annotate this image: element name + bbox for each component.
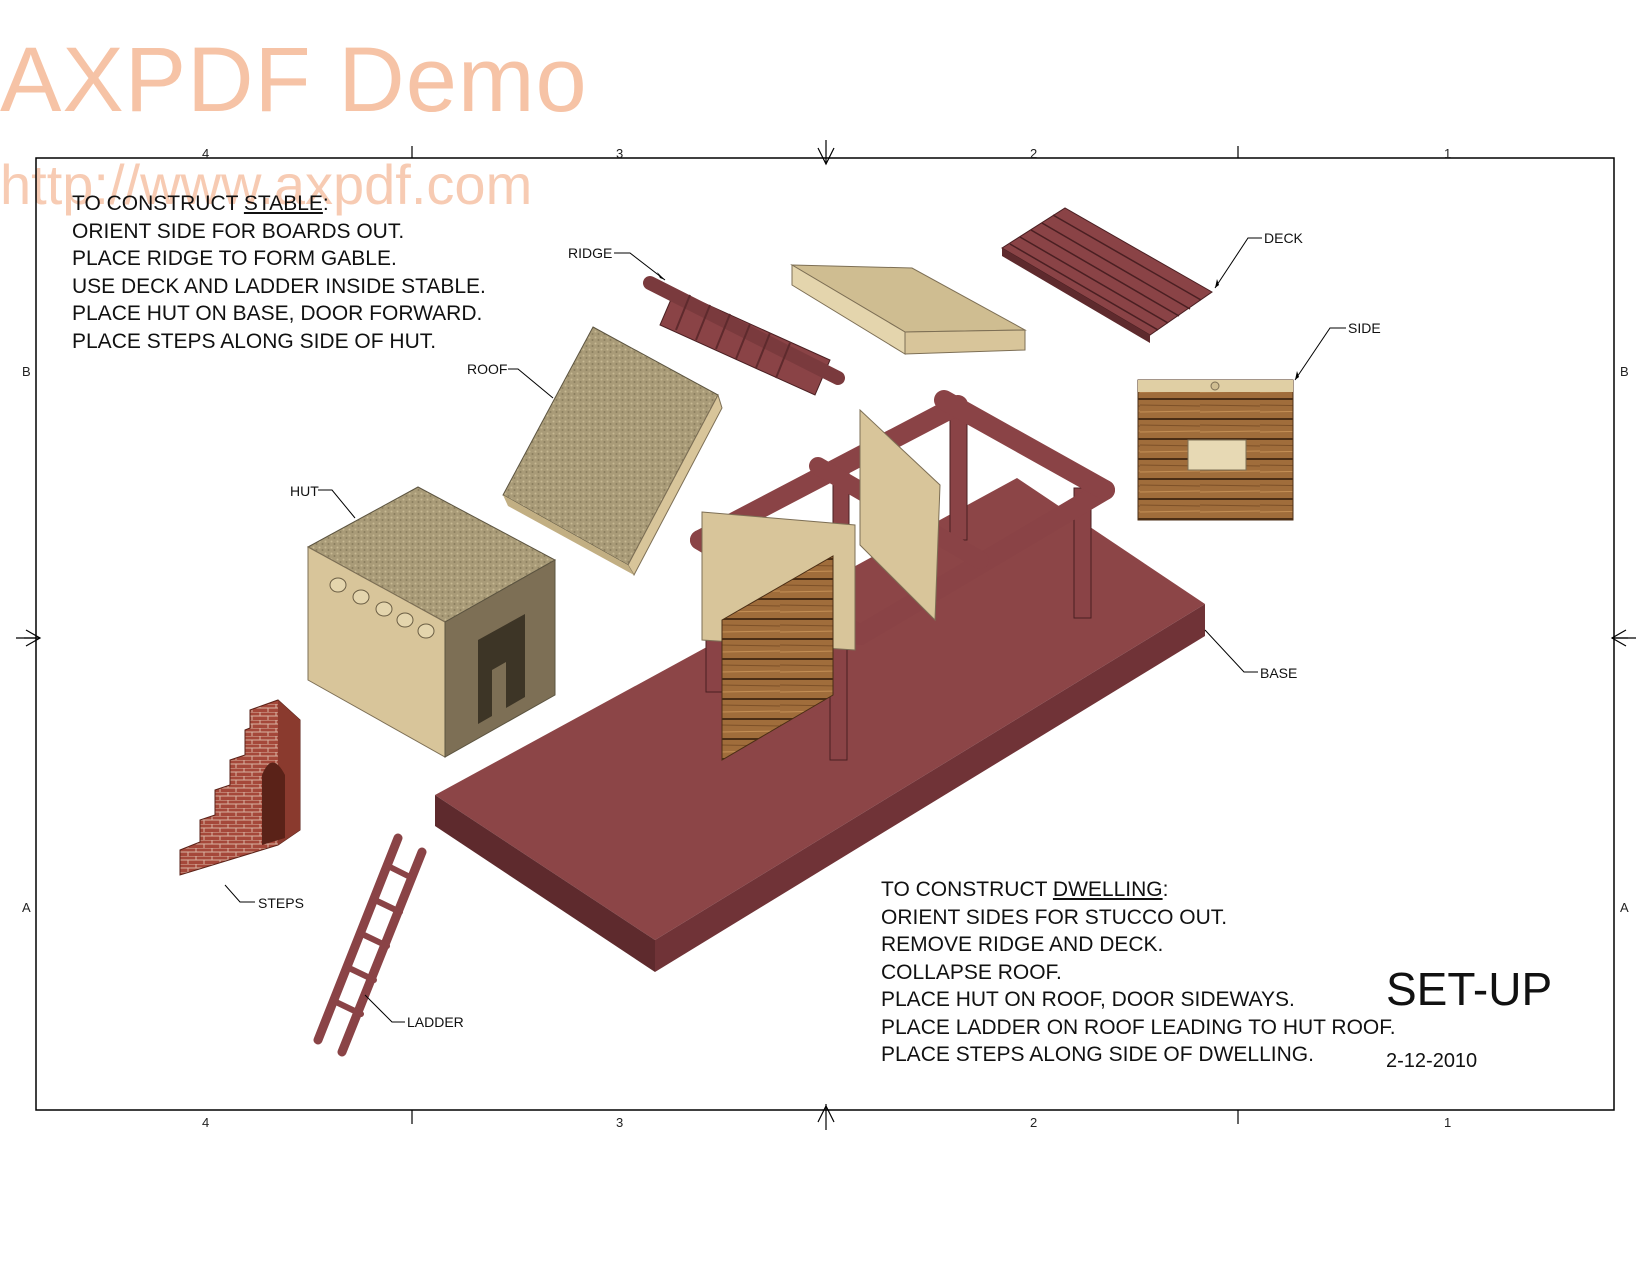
drawing-date: 2-12-2010 [1386,1050,1478,1072]
drawing-title: SET-UP [1386,963,1553,1015]
stable-note-line: ORIENT SIDE FOR BOARDS OUT. [72,219,405,243]
zone-col-2-bottom: 2 [1030,1115,1038,1130]
dwelling-notes: TO CONSTRUCT DWELLING: ORIENT SIDES FOR … [881,876,1396,1069]
dwelling-note-line: PLACE HUT ON ROOF, DOOR SIDEWAYS. [881,988,1295,1011]
stable-note-line: PLACE HUT ON BASE, DOOR FORWARD. [72,302,483,325]
zone-row-b-right: B [1620,364,1629,379]
roof-part [502,326,723,577]
base-part [435,478,1205,972]
stable-notes: TO CONSTRUCT STABLE: ORIENT SIDE FOR BOA… [72,190,486,355]
leader-lines [224,237,1346,1023]
label-side: SIDE [1348,320,1381,336]
zone-col-2-top: 2 [1030,146,1038,161]
zone-row-b-left: B [22,364,31,379]
steps-part [179,699,301,876]
dwelling-notes-heading: TO CONSTRUCT DWELLING: [881,878,1169,901]
hut-part [306,486,557,758]
drawing-border [35,157,1615,1111]
stable-panels [701,408,941,761]
ladder-part [313,833,427,1057]
stable-note-line: USE DECK AND LADDER INSIDE STABLE. [72,274,486,298]
zone-col-3-bottom: 3 [616,1115,624,1130]
stable-notes-heading: TO CONSTRUCT STABLE: [72,192,329,215]
label-steps: STEPS [258,895,304,911]
label-ridge: RIDGE [568,245,613,261]
deck-part [1001,207,1213,343]
zone-col-4-top: 4 [202,146,210,161]
ridge-part [643,276,845,396]
dwelling-note-line: REMOVE RIDGE AND DECK. [881,933,1164,956]
zone-col-1-top: 1 [1444,146,1452,161]
dwelling-note-line: PLACE STEPS ALONG SIDE OF DWELLING. [881,1043,1314,1066]
label-ladder: LADDER [407,1014,464,1030]
center-arrow-top [817,140,835,166]
side-part [1137,379,1294,521]
zone-col-4-bottom: 4 [202,1115,210,1130]
stable-note-line: PLACE RIDGE TO FORM GABLE. [72,247,397,270]
dwelling-note-line: ORIENT SIDES FOR STUCCO OUT. [881,905,1228,929]
dwelling-note-line: PLACE LADDER ON ROOF LEADING TO HUT ROOF… [881,1015,1396,1039]
label-base: BASE [1260,665,1298,681]
zone-col-1-bottom: 1 [1444,1115,1452,1130]
watermark-title: AXPDF Demo [0,29,588,131]
center-arrow-right [1610,629,1636,647]
stable-note-line: PLACE STEPS ALONG SIDE OF HUT. [72,329,437,353]
center-arrow-left [16,629,42,647]
dwelling-note-line: COLLAPSE ROOF. [881,960,1062,984]
zone-row-a-left: A [22,900,31,915]
label-hut: HUT [290,483,319,499]
zone-col-3-top: 3 [616,146,624,161]
leader-arrowheads [657,272,1299,380]
zone-row-a-right: A [1620,900,1629,915]
gable-panel [790,264,1027,355]
label-roof: ROOF [467,361,508,377]
watermark-url: http://www.axpdf.com [0,153,533,216]
center-arrow-bottom [817,1104,835,1130]
label-deck: DECK [1264,230,1303,246]
